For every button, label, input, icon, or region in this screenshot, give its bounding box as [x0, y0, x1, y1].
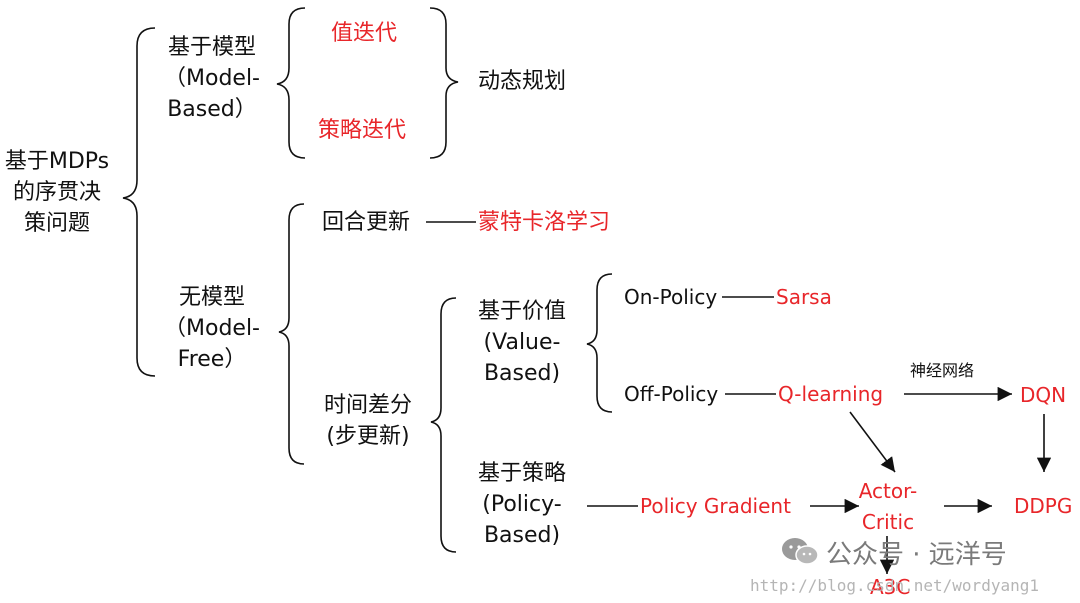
policy-based-line-2: (Policy- [482, 492, 562, 517]
neural-network-label: 神经网络 [910, 361, 975, 380]
monte-carlo-node: 蒙特卡洛学习 [478, 210, 611, 235]
value-based-line-1: 基于价值 [477, 299, 566, 324]
value-based-brace [586, 273, 613, 413]
policy-gradient-node: Policy Gradient [640, 494, 791, 518]
model-free-node: 无模型 （Model- Free） [150, 282, 274, 375]
source-url: http://blog.csdn.net/wordyang1 [750, 576, 1039, 595]
actor-critic-node: Actor- Critic [855, 476, 921, 538]
actor-critic-line-1: Actor- [858, 479, 918, 503]
model-based-brace [276, 7, 306, 159]
model-based-line-2: （Model- [164, 66, 260, 91]
on-policy-node: On-Policy [624, 285, 718, 309]
value-based-line-2: (Value- [483, 330, 561, 355]
value-iteration-node: 值迭代 [331, 21, 398, 46]
policy-iteration-node: 策略迭代 [318, 118, 407, 143]
root-node: 基于MDPs 的序贯决 策问题 [0, 146, 114, 239]
model-free-line-3: Free） [177, 347, 247, 372]
root-line-3: 策问题 [23, 211, 90, 236]
policy-based-node: 基于策略 (Policy- Based) [460, 458, 584, 551]
value-based-node: 基于价值 (Value- Based) [460, 296, 584, 389]
value-based-line-3: Based) [483, 361, 561, 386]
model-free-brace [278, 203, 305, 465]
a3c-node: A3C [870, 575, 911, 599]
policy-based-line-3: Based) [483, 523, 561, 548]
td-line-2: (步更新) [326, 424, 410, 449]
root-brace [122, 27, 156, 377]
ddpg-node: DDPG [1014, 494, 1073, 518]
off-policy-node: Off-Policy [624, 382, 719, 406]
root-line-1: 基于MDPs [4, 149, 110, 174]
actor-critic-line-2: Critic [861, 510, 915, 534]
model-based-node: 基于模型 （Model- Based） [150, 32, 274, 125]
episode-update-node: 回合更新 [322, 210, 411, 235]
model-free-line-2: （Model- [164, 316, 260, 341]
model-based-line-3: Based） [167, 97, 257, 122]
dqn-node: DQN [1020, 383, 1067, 407]
model-based-line-1: 基于模型 [167, 35, 256, 60]
td-line-1: 时间差分 [323, 393, 412, 418]
sarsa-node: Sarsa [776, 285, 832, 309]
temporal-difference-node: 时间差分 (步更新) [306, 390, 430, 452]
model-free-line-1: 无模型 [178, 285, 245, 310]
arrow-q-to-ac [849, 411, 896, 473]
watermark-label: 公众号 · 远洋号 [826, 540, 1007, 570]
dp-brace [429, 7, 459, 159]
q-learning-node: Q-learning [778, 382, 884, 406]
td-brace [430, 297, 457, 553]
wechat-icon [782, 538, 819, 565]
dynamic-programming-node: 动态规划 [478, 69, 567, 94]
root-line-2: 的序贯决 [12, 180, 101, 205]
policy-based-line-1: 基于策略 [477, 461, 566, 486]
